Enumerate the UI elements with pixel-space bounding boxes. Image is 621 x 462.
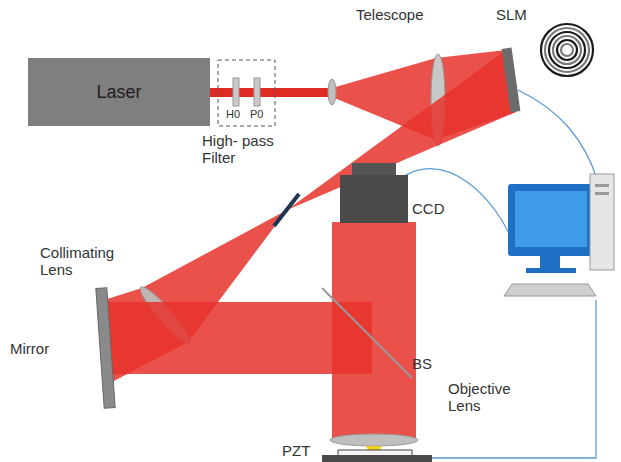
pzt-stage — [322, 455, 432, 462]
laser-box: Laser — [28, 58, 210, 126]
part-label: PZT — [282, 442, 322, 459]
slm-phase-pattern — [538, 22, 596, 78]
telescope-lens-small — [328, 79, 336, 105]
objective-lens — [330, 434, 418, 446]
ccd-camera — [340, 175, 408, 223]
part-label: SLM — [496, 6, 546, 23]
high-pass-filter — [274, 194, 299, 226]
dashed-box — [218, 60, 275, 126]
vertical-beam — [332, 222, 416, 440]
part-label: Mirror — [10, 340, 80, 357]
part-label: CCD — [412, 200, 462, 217]
part-label: Telescope — [356, 6, 446, 23]
mirror — [96, 288, 115, 408]
computer — [504, 174, 614, 296]
polarizer — [254, 78, 260, 106]
part-label: P0 — [250, 108, 280, 121]
laser-beam — [210, 88, 332, 97]
part-label: Collimating Lens — [40, 244, 136, 278]
half-wave-plate — [233, 78, 239, 106]
slm-panel — [502, 48, 521, 113]
ccd-top — [352, 163, 396, 177]
part-label: BS — [412, 355, 452, 372]
part-label: Objective Lens — [448, 380, 528, 414]
beam-splitter — [322, 288, 412, 378]
node-text: Laser — [96, 82, 141, 103]
part-label: High- pass Filter — [202, 132, 290, 166]
